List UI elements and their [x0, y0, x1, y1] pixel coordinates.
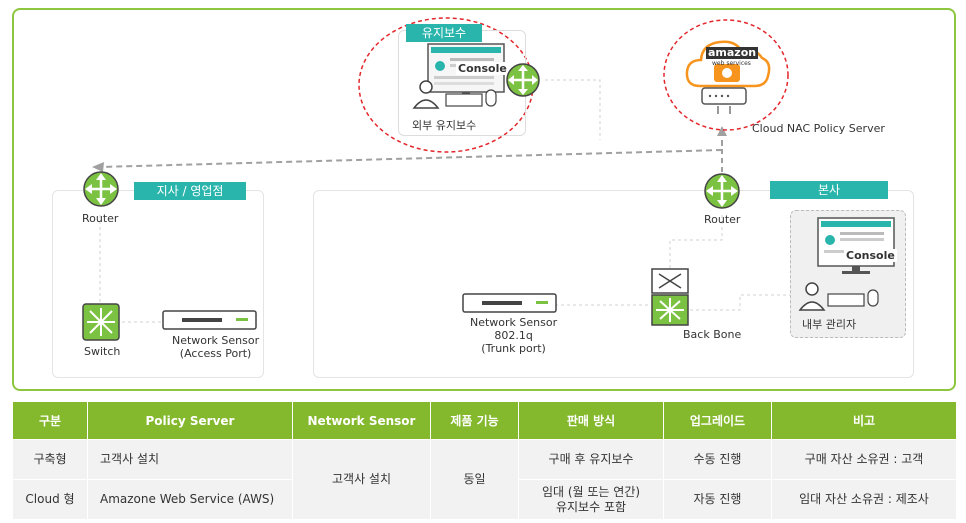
maintenance-router-icon [506, 63, 540, 97]
connection-lines [92, 79, 800, 323]
row2-policy-server: Amazone Web Service (AWS) [87, 479, 293, 520]
table-header-row: 구분 Policy Server Network Sensor 제품 기능 판매… [12, 401, 957, 440]
branch-arrowhead [92, 162, 104, 172]
table-row: Cloud 형 Amazone Web Service (AWS) 임대 (월 … [12, 479, 957, 520]
row1-note: 구매 자산 소유권 : 고객 [771, 439, 957, 480]
comparison-table: 구분 Policy Server Network Sensor 제품 기능 판매… [12, 401, 957, 520]
header-type: 구분 [12, 401, 88, 440]
sensor-access-label: Network Sensor (Access Port) [172, 334, 260, 360]
sensor-access-icon [162, 310, 257, 330]
row1-type: 구축형 [12, 439, 88, 480]
console-label-top: Console [456, 62, 509, 75]
aws-logo-text: amazon [706, 46, 759, 59]
maint-to-cloud-line [545, 79, 601, 140]
header-note: 비고 [771, 401, 957, 440]
header-function: 제품 기능 [430, 401, 519, 440]
external-person-icon [412, 80, 497, 109]
function-cell: 동일 [430, 439, 519, 520]
row2-type: Cloud 형 [12, 479, 88, 520]
row1-upgrade: 수동 진행 [663, 439, 772, 480]
sensor-trunk-icon [462, 293, 557, 313]
header-network-sensor: Network Sensor [292, 401, 431, 440]
backbone-icon [651, 268, 689, 326]
row2-note: 임대 자산 소유권 : 제조사 [771, 479, 957, 520]
header-sales: 판매 방식 [518, 401, 664, 440]
hq-router-icon [704, 173, 740, 209]
row1-sales: 구매 후 유지보수 [518, 439, 664, 480]
diagram-frame [12, 8, 956, 391]
switch-label: Switch [84, 345, 121, 358]
router-backbone-line [669, 215, 723, 270]
cloud-nac-label: Cloud NAC Policy Server [752, 122, 885, 135]
internal-admin-label: 내부 관리자 [802, 318, 857, 331]
row1-policy-server: 고객사 설치 [87, 439, 293, 480]
row2-upgrade: 자동 진행 [663, 479, 772, 520]
row2-sales: 임대 (월 또는 연간) 유지보수 포함 [518, 479, 664, 520]
header-policy-server: Policy Server [87, 401, 293, 440]
backbone-console-line [690, 294, 800, 311]
console-label-internal: Console [844, 249, 897, 262]
internal-console-monitor-icon [817, 217, 895, 274]
maintenance-tag: 유지보수 [406, 24, 482, 42]
hq-area [313, 190, 914, 378]
branch-tag: 지사 / 영업점 [134, 182, 246, 200]
hq-router-label: Router [704, 213, 741, 226]
switch-icon [82, 303, 120, 341]
external-maint-label: 외부 유지보수 [412, 119, 477, 132]
cloud-arrowhead [717, 126, 727, 136]
table-row: 구축형 고객사 설치 고객사 설치 동일 구매 후 유지보수 수동 진행 구매 … [12, 439, 957, 520]
hq-tag: 본사 [770, 181, 888, 199]
header-upgrade: 업그레이드 [663, 401, 772, 440]
aws-logo-sub: web services [712, 60, 751, 67]
branch-router-label: Router [82, 212, 119, 225]
sensor-trunk-label: Network Sensor 802.1q (Trunk port) [470, 316, 558, 355]
network-sensor-cell: 고객사 설치 [292, 439, 431, 520]
backbone-label: Back Bone [683, 328, 742, 341]
branch-router-icon [83, 171, 119, 207]
server-rack-icon [701, 87, 747, 114]
internal-person-icon [798, 282, 879, 311]
